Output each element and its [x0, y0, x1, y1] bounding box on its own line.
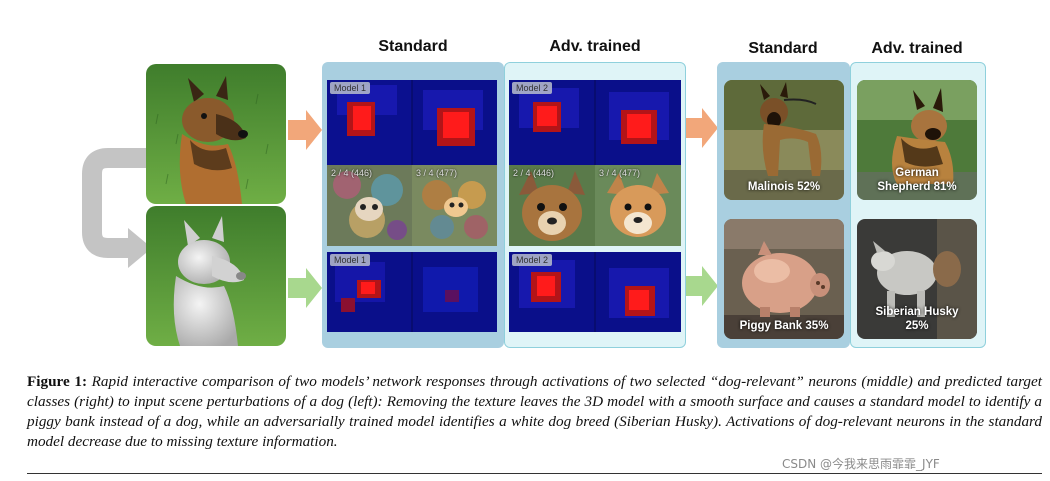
prediction-standard-bottom-image: Piggy Bank 35%	[724, 219, 844, 339]
predictions-adv-header: Adv. trained	[871, 40, 963, 57]
watermark: CSDN @今我来思雨霏霏_JYF	[782, 457, 940, 471]
model-tag: Model 1	[330, 82, 371, 94]
arrow-right-green-icon	[686, 266, 718, 306]
loop-arrow-icon	[82, 148, 152, 268]
feature-vis-adv-right: 3 / 4 (477)	[595, 165, 681, 246]
prediction-standard-top-image: Malinois 52%	[724, 80, 844, 200]
heatmap-standard-top: Model 1	[327, 80, 497, 165]
arrow-right-green-icon	[288, 268, 322, 308]
model-tag: Model 1	[330, 254, 371, 266]
heatmap-standard-bottom: Model 1	[327, 252, 497, 332]
input-untextured-dog-image	[146, 206, 286, 346]
feature-vis-adv-left: 2 / 4 (446)	[509, 165, 595, 246]
caption-text: Rapid interactive comparison of two mode…	[27, 373, 1042, 450]
arrow-right-orange-icon	[686, 108, 718, 148]
feature-tag: 3 / 4 (477)	[416, 168, 458, 178]
feature-vis-standard-right: 3 / 4 (477)	[412, 165, 497, 246]
activations-adv-header: Adv. trained	[549, 38, 641, 55]
prediction-label-line1: Siberian Husky	[875, 306, 959, 318]
prediction-adv-top-image: German Shepherd 81%	[857, 80, 977, 200]
heatmap-adv-top: Model 2	[509, 80, 681, 165]
prediction-label-line2: Shepherd 81%	[877, 181, 957, 193]
prediction-label-line2: 25%	[905, 320, 929, 332]
feature-tag: 2 / 4 (446)	[513, 168, 555, 178]
figure-caption: Figure 1: Rapid interactive comparison o…	[27, 372, 1042, 452]
prediction-label: Malinois 52%	[747, 181, 821, 193]
arrow-right-orange-icon	[288, 110, 322, 150]
heatmap-adv-bottom: Model 2	[509, 252, 681, 332]
prediction-label: Siberian Husky 25%	[857, 305, 977, 333]
feature-tag: 2 / 4 (446)	[331, 168, 373, 178]
predictions-standard-header: Standard	[748, 40, 818, 57]
prediction-label: Piggy Bank 35%	[739, 320, 829, 332]
activations-standard-header: Standard	[378, 38, 448, 55]
model-tag: Model 2	[512, 254, 553, 266]
feature-vis-standard-left: 2 / 4 (446)	[327, 165, 412, 246]
model-tag: Model 2	[512, 82, 553, 94]
bottom-rule	[27, 473, 1042, 474]
input-textured-dog-image	[146, 64, 286, 204]
prediction-adv-bottom-image: Siberian Husky 25%	[857, 219, 977, 339]
prediction-label: German Shepherd 81%	[857, 166, 977, 194]
prediction-label-line1: German	[895, 167, 939, 179]
caption-label: Figure 1:	[27, 373, 88, 390]
feature-tag: 3 / 4 (477)	[599, 168, 641, 178]
